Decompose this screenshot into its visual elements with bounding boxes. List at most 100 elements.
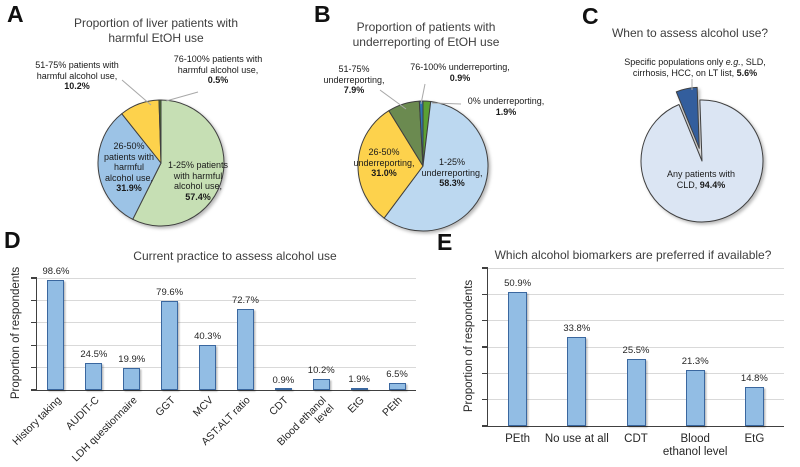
label-text: , SLD, cirrhosis, HCC, on LT list, — [632, 57, 766, 78]
label-text: 1-25% patients with harmful alcohol use, — [167, 160, 229, 192]
pie-b-title: Proportion of patients with underreporti… — [352, 20, 500, 49]
bar-e-title: Which alcohol biomarkers are preferred i… — [494, 248, 772, 262]
pie-chart-underreporting — [357, 100, 489, 232]
y-axis-tick — [482, 293, 488, 295]
gridline — [488, 346, 784, 348]
bar-e-ylabel: Proportion of respondents — [463, 279, 475, 413]
bar — [508, 291, 528, 426]
label-value: 31.9% — [116, 183, 142, 194]
bar-value-label: 33.8% — [563, 323, 591, 334]
bar — [47, 279, 65, 390]
bar-value-label: 21.3% — [681, 355, 709, 367]
bar-value-label: 79.6% — [156, 286, 184, 298]
gridline — [488, 320, 784, 322]
bar — [199, 344, 217, 390]
label-value: 57.4% — [185, 191, 211, 202]
y-axis-tick — [482, 372, 488, 374]
bar-d-ylabel: Proportion of respondents — [10, 266, 22, 400]
label-emphasis: e.g. — [725, 57, 741, 67]
pie-slice — [640, 99, 764, 223]
bar — [312, 378, 330, 390]
pie-b-label-76-100: 76-100% underreporting, 0.9% — [410, 62, 510, 83]
gridline — [37, 277, 416, 279]
y-axis-tick — [31, 366, 37, 369]
bar-value-label: 40.3% — [194, 330, 222, 342]
label-text: 1-25% underreporting, — [421, 157, 483, 178]
panel-letter-a: A — [7, 1, 24, 27]
gridline — [488, 293, 784, 295]
bar — [161, 300, 179, 390]
label-text: Specific populations only — [624, 57, 726, 67]
bar-value-label: 14.8% — [740, 373, 768, 385]
pie-a-title: Proportion of liver patients with harmfu… — [73, 16, 239, 45]
pie-slice — [158, 99, 162, 164]
label-value: 31.0% — [371, 168, 397, 179]
y-axis-tick — [482, 267, 488, 269]
bar-value-label: 72.7% — [231, 294, 259, 306]
pie-chart-when-to-assess — [640, 86, 764, 223]
panel-letter-e: E — [437, 229, 453, 255]
pie-slice — [97, 113, 162, 220]
bar — [388, 382, 406, 390]
bar-value-label: 98.6% — [42, 265, 70, 277]
pie-a-label-51-75: 51-75% patients with harmful alcohol use… — [30, 60, 124, 92]
bar-value-label: 10.2% — [307, 364, 335, 376]
x-axis-category-label: PEth — [505, 433, 531, 445]
bar-d-title: Current practice to assess alcohol use — [133, 249, 337, 263]
bar-value-label: 50.9% — [504, 277, 532, 289]
bar-value-label: 25.5% — [622, 344, 650, 356]
gridline — [37, 322, 416, 324]
label-value: 58.3% — [439, 178, 465, 189]
label-value: 7.9% — [343, 85, 365, 96]
label-text: 51-75% patients with harmful alcohol use… — [35, 60, 119, 81]
bar-value-label: 6.5% — [386, 368, 408, 380]
x-axis-category-label: EtG — [744, 433, 765, 445]
pie-slice — [132, 99, 225, 227]
bar — [85, 362, 103, 390]
label-value: 1.9% — [495, 106, 517, 117]
y-axis-tick — [482, 346, 488, 348]
y-axis-tick — [31, 344, 37, 346]
pie-c-label-specific: Specific populations only e.g., SLD, cir… — [611, 57, 779, 78]
x-axis-category-label: CDT — [624, 433, 648, 445]
pie-b-label-51-75: 51-75% underreporting, 7.9% — [318, 64, 390, 96]
label-text: 26-50% patients with harmful alcohol use… — [103, 141, 155, 183]
pie-c-label-any-cld: Any patients with CLD, 94.4% — [659, 169, 743, 190]
gridline — [488, 267, 784, 269]
label-text: 51-75% underreporting, — [323, 64, 385, 85]
bar — [350, 387, 368, 390]
bar-value-label: 0.9% — [272, 375, 295, 386]
pie-b-label-1-25: 1-25% underreporting, 58.3% — [415, 157, 489, 189]
gridline — [37, 367, 416, 369]
bar-value-label: 24.5% — [80, 348, 108, 360]
label-text: 76-100% patients with harmful alcohol us… — [173, 54, 263, 75]
pie-c-title: When to assess alcohol use? — [611, 26, 769, 40]
pie-a-label-1-25: 1-25% patients with harmful alcohol use,… — [161, 160, 235, 202]
pie-b-label-0: 0% underreporting, 1.9% — [463, 96, 549, 117]
y-axis-tick — [31, 277, 37, 279]
bar — [685, 369, 705, 426]
panel-letter-c: C — [582, 3, 599, 29]
bar — [123, 367, 141, 390]
y-axis-tick — [482, 425, 488, 427]
bar — [626, 358, 646, 426]
label-value: 0.5% — [207, 75, 229, 86]
label-text: 0% underreporting, — [467, 96, 545, 106]
bar — [567, 337, 587, 426]
bar — [744, 387, 764, 426]
gridline — [37, 344, 416, 346]
pie-slice — [357, 110, 424, 219]
label-value: 5.6% — [736, 67, 758, 78]
y-axis-tick — [31, 322, 37, 324]
label-value: 0.9% — [449, 72, 471, 83]
bar-value-label: 19.9% — [118, 353, 146, 365]
panel-letter-d: D — [4, 227, 21, 253]
label-value: 10.2% — [64, 81, 90, 92]
label-value: 94.4% — [699, 179, 726, 190]
y-axis-tick — [31, 299, 37, 302]
pie-a-label-26-50: 26-50% patients with harmful alcohol use… — [100, 141, 158, 194]
pie-slice — [675, 86, 700, 149]
